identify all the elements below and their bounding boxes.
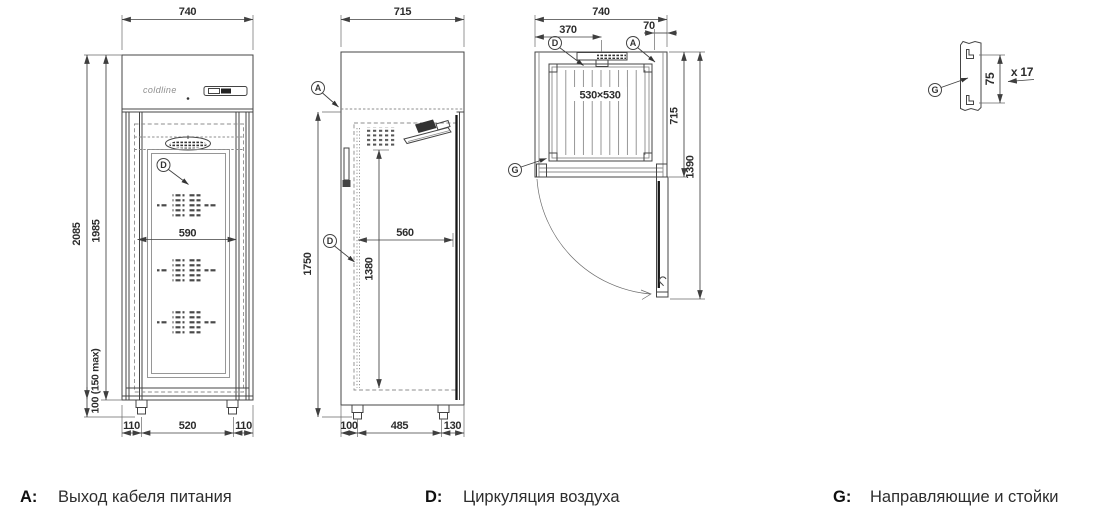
dim-shelf-size: 530×530	[579, 90, 620, 102]
cable-box	[342, 180, 351, 187]
legend-label-g: Направляющие и стойки	[870, 488, 1059, 506]
cable-conduit	[343, 147, 350, 181]
svg-text:485: 485	[391, 420, 409, 432]
fan-unit	[576, 52, 628, 67]
compressor	[403, 119, 452, 145]
svg-text:G: G	[511, 165, 518, 175]
legend-key-a: A:	[20, 488, 38, 506]
keyhole-slot	[966, 49, 974, 59]
legend-item-a: A: Выход кабеля питания	[20, 488, 232, 507]
leg	[351, 404, 364, 420]
leg	[226, 399, 239, 415]
callout-d-side: D	[323, 234, 355, 263]
dim-front-height-total: 2085	[71, 54, 135, 418]
callout-d-top: D	[548, 36, 584, 66]
leg	[437, 404, 450, 420]
legend-item-d: D: Циркуляция воздуха	[425, 488, 620, 507]
svg-text:70: 70	[643, 20, 655, 32]
open-door	[536, 176, 669, 300]
dim-side-bottom: 100 485 130	[340, 405, 465, 437]
dim-front-bottom: 110 520 110	[121, 405, 254, 437]
lock-dot	[186, 97, 190, 100]
door-swing-arc	[536, 178, 651, 295]
legend-label-a: Выход кабеля питания	[58, 488, 232, 506]
svg-text:740: 740	[592, 6, 610, 18]
vent-grille	[157, 258, 216, 283]
dim-side-depth: 715	[340, 6, 465, 47]
callout-a-top: A	[626, 36, 656, 63]
brand-logo: coldline	[143, 85, 177, 95]
dim-top-cable-offset: 70	[643, 20, 677, 50]
svg-text:100: 100	[340, 420, 358, 432]
dim-side-interior-depth: 560	[357, 227, 454, 247]
legend-key-d: D:	[425, 488, 443, 506]
svg-text:740: 740	[179, 6, 197, 18]
svg-text:370: 370	[559, 24, 577, 36]
svg-text:1750: 1750	[302, 252, 314, 275]
svg-text:75: 75	[983, 72, 997, 85]
svg-text:560: 560	[396, 227, 414, 239]
side-view: A D 715 1750 1380	[302, 6, 465, 437]
dim-front-height-body: 1985	[91, 54, 122, 401]
shelf-grid: 530×530	[548, 63, 653, 162]
rail-detail: G 75 x 17	[928, 40, 1035, 112]
controller-display	[203, 86, 248, 96]
callout-g-top: G	[508, 158, 547, 177]
technical-drawing: coldline D	[71, 6, 1035, 437]
callout-a-side: A	[311, 81, 339, 108]
svg-text:590: 590	[179, 228, 197, 240]
front-view: coldline D	[71, 6, 254, 437]
callout-d-front: D	[156, 158, 189, 185]
keyhole-slot	[966, 95, 974, 105]
dim-rail-pitch: 75	[979, 54, 1005, 104]
legend-label-d: Циркуляция воздуха	[463, 488, 620, 506]
legend-item-g: G: Направляющие и стойки	[833, 488, 1059, 507]
svg-text:1985: 1985	[91, 219, 103, 242]
door-handle	[659, 276, 667, 287]
dim-front-width: 740	[121, 6, 254, 50]
svg-text:110: 110	[235, 420, 252, 432]
svg-text:D: D	[160, 160, 167, 170]
vent-grille	[157, 193, 216, 218]
dim-side-door-height: 1750	[302, 111, 352, 418]
svg-text:130: 130	[444, 420, 462, 432]
callout-g-rail: G	[928, 77, 969, 97]
condenser-grid	[366, 127, 396, 146]
legend-key-g: G:	[833, 488, 852, 506]
dim-top-door-open: 1390	[670, 51, 705, 300]
svg-text:D: D	[327, 236, 334, 246]
leg	[135, 399, 148, 415]
vent-grille	[157, 310, 216, 335]
svg-text:715: 715	[394, 6, 412, 18]
dim-rail-count: x 17	[1007, 65, 1035, 84]
svg-text:D: D	[552, 38, 559, 48]
svg-text:110: 110	[123, 420, 140, 432]
dim-top-fan-offset: 370	[534, 24, 602, 52]
svg-text:A: A	[315, 83, 322, 93]
svg-text:100 (150 max): 100 (150 max)	[90, 349, 102, 414]
svg-text:2085: 2085	[71, 222, 83, 245]
svg-text:520: 520	[179, 420, 197, 432]
svg-text:1380: 1380	[364, 257, 376, 280]
svg-text:1390: 1390	[685, 155, 697, 178]
top-view: 530×530 D A G	[508, 6, 705, 300]
svg-text:A: A	[630, 38, 637, 48]
dim-front-leg-height: 100 (150 max)	[84, 349, 102, 414]
svg-text:x 17: x 17	[1011, 65, 1034, 79]
dim-top-width: 740	[534, 6, 668, 47]
svg-text:G: G	[931, 85, 938, 95]
dim-front-interior-width: 590	[137, 226, 237, 243]
fan-icon	[165, 135, 211, 151]
svg-text:715: 715	[669, 107, 681, 125]
dim-side-interior-height: 1380	[364, 149, 389, 389]
